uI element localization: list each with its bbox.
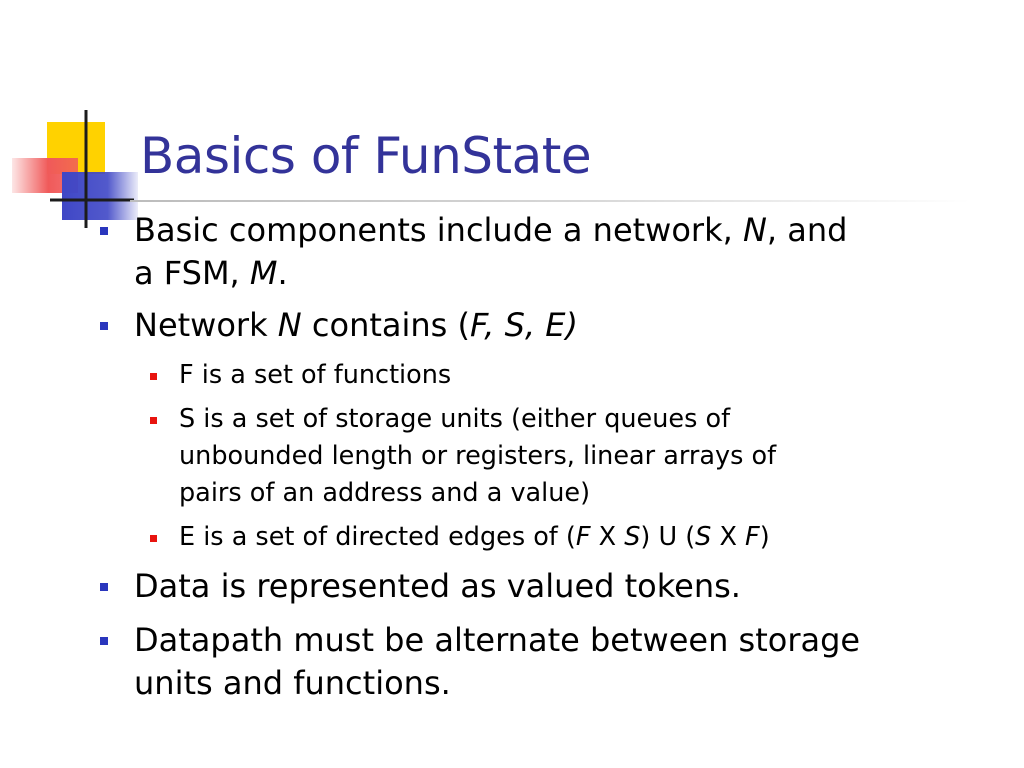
bullet-text: Network: [134, 306, 278, 344]
bullet-line: Datapath must be alternate between stora…: [134, 619, 860, 662]
bullet-text: ): [759, 522, 770, 552]
sub-bullet-item: S is a set of storage units (either queu…: [150, 401, 776, 512]
bullet-line: E is a set of directed edges of (F X S) …: [179, 519, 770, 556]
bullet-item: Basic components include a network, N, a…: [100, 209, 847, 295]
bullet-text: .: [277, 254, 288, 292]
logo-blue-square: [62, 172, 138, 220]
bullet-line: Basic components include a network, N, a…: [134, 209, 847, 252]
bullet-line: unbounded length or registers, linear ar…: [179, 438, 776, 475]
bullet-square-icon: [100, 583, 108, 591]
bullet-text: F: [575, 522, 591, 552]
bullet-item: Network N contains (F, S, E): [100, 304, 578, 347]
bullet-text: S is a set of storage units (either queu…: [179, 404, 731, 434]
bullet-square-icon: [100, 322, 108, 330]
bullet-line: a FSM, M.: [134, 252, 847, 295]
bullet-text: S: [624, 522, 641, 552]
bullet-text: Data is represented as valued tokens.: [134, 567, 741, 605]
bullet-text: a FSM,: [134, 254, 250, 292]
bullet-line: S is a set of storage units (either queu…: [179, 401, 776, 438]
bullet-square-icon: [150, 535, 157, 542]
bullet-text: pairs of an address and a value): [179, 478, 591, 508]
slide-logo: [12, 110, 138, 228]
bullet-text: N: [277, 306, 302, 344]
bullet-text: Datapath must be alternate between stora…: [134, 621, 861, 659]
bullet-text: F: [745, 522, 760, 552]
bullet-item: Data is represented as valued tokens.: [100, 565, 741, 608]
bullet-text: M: [249, 254, 278, 292]
bullet-text: Basic components include a network,: [134, 211, 743, 249]
sub-bullet-item: E is a set of directed edges of (F X S) …: [150, 519, 770, 556]
bullet-text: F, S, E): [470, 306, 578, 344]
bullet-text: X: [711, 522, 746, 552]
bullet-item: Datapath must be alternate between stora…: [100, 619, 860, 705]
bullet-square-icon: [100, 637, 108, 645]
bullet-line: Network N contains (F, S, E): [134, 304, 578, 347]
bullet-text: ) U (: [640, 522, 696, 552]
bullet-line: F is a set of functions: [179, 357, 451, 394]
sub-bullet-item: F is a set of functions: [150, 357, 451, 394]
bullet-square-icon: [150, 373, 157, 380]
bullet-line: units and functions.: [134, 662, 860, 705]
bullet-text: , and: [766, 211, 848, 249]
bullet-text: X: [590, 522, 625, 552]
bullet-line: pairs of an address and a value): [179, 475, 776, 512]
title-divider: [130, 200, 970, 202]
bullet-line: Data is represented as valued tokens.: [134, 565, 741, 608]
bullet-text: units and functions.: [134, 664, 451, 702]
bullet-text: F is a set of functions: [179, 360, 452, 390]
bullet-square-icon: [100, 227, 108, 235]
bullet-text: contains (: [301, 306, 470, 344]
bullet-text: E is a set of directed edges of (: [179, 522, 576, 552]
bullet-text: unbounded length or registers, linear ar…: [179, 441, 777, 471]
bullet-text: N: [742, 211, 767, 249]
bullet-square-icon: [150, 417, 157, 424]
bullet-text: S: [695, 522, 712, 552]
slide-title: Basics of FunState: [140, 127, 592, 185]
